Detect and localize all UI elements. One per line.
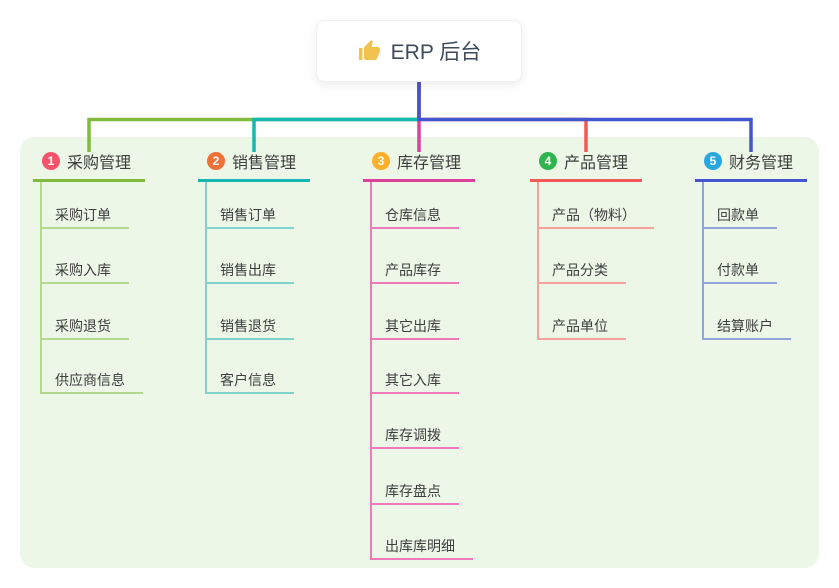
child-underline: [40, 392, 143, 394]
branch-1-child-connector: [40, 182, 42, 394]
child-node[interactable]: 采购订单: [40, 205, 129, 229]
child-node[interactable]: 回款单: [702, 205, 777, 229]
branch-5-underline: [695, 179, 807, 182]
child-node[interactable]: 供应商信息: [40, 370, 143, 394]
branch-1-underline: [33, 179, 145, 182]
branch-3-badge: 3: [372, 152, 390, 170]
child-underline: [702, 227, 777, 229]
branch-3-underline: [363, 179, 475, 182]
branch-2-underline: [198, 179, 310, 182]
branch-1-badge: 1: [42, 152, 60, 170]
child-underline: [370, 338, 459, 340]
child-node[interactable]: 产品（物料）: [537, 205, 654, 229]
child-underline: [537, 282, 626, 284]
child-node[interactable]: 采购退货: [40, 316, 129, 340]
branch-4-node[interactable]: 4 产品管理: [530, 150, 660, 172]
branch-2-label: 销售管理: [232, 155, 297, 172]
child-underline: [370, 447, 459, 449]
root-node[interactable]: ERP 后台: [316, 20, 522, 82]
child-node[interactable]: 其它出库: [370, 316, 459, 340]
branch-5-label: 财务管理: [729, 155, 794, 172]
branch-4-label: 产品管理: [564, 155, 629, 172]
branch-4-underline: [530, 179, 642, 182]
connector-branch-4: [417, 82, 588, 152]
child-underline: [370, 503, 459, 505]
child-node[interactable]: 结算账户: [702, 316, 791, 340]
child-underline: [40, 227, 129, 229]
child-node[interactable]: 其它入库: [370, 370, 459, 394]
child-node[interactable]: 客户信息: [205, 370, 294, 394]
branch-3-node[interactable]: 3 库存管理: [363, 150, 493, 172]
child-node[interactable]: 仓库信息: [370, 205, 459, 229]
child-node[interactable]: 产品库存: [370, 260, 459, 284]
child-node[interactable]: 销售订单: [205, 205, 294, 229]
child-underline: [370, 282, 459, 284]
child-underline: [205, 338, 294, 340]
branch-2-node[interactable]: 2 销售管理: [198, 150, 328, 172]
child-underline: [537, 338, 626, 340]
branch-1-label: 采购管理: [67, 155, 132, 172]
child-underline: [40, 282, 129, 284]
child-underline: [370, 558, 473, 560]
child-node[interactable]: 产品分类: [537, 260, 626, 284]
branch-3-child-connector: [370, 182, 372, 560]
branch-3-label: 库存管理: [397, 155, 462, 172]
child-underline: [205, 227, 294, 229]
child-node[interactable]: 产品单位: [537, 316, 626, 340]
root-node-label: ERP 后台: [390, 41, 482, 64]
branch-2: 2 销售管理 销售订单 销售出库 销售退货 客户信息: [198, 150, 328, 394]
branch-4: 4 产品管理 产品（物料） 产品分类 产品单位: [530, 150, 660, 340]
child-node[interactable]: 销售退货: [205, 316, 294, 340]
branches-panel: [20, 137, 819, 568]
branch-1-node[interactable]: 1 采购管理: [33, 150, 163, 172]
child-node[interactable]: 出库库明细: [370, 536, 473, 560]
child-node[interactable]: 库存盘点: [370, 481, 459, 505]
branch-2-badge: 2: [207, 152, 225, 170]
child-node[interactable]: 采购入库: [40, 260, 129, 284]
child-underline: [370, 227, 459, 229]
branch-2-child-connector: [205, 182, 207, 394]
connector-branch-5: [417, 82, 753, 152]
branch-5-badge: 5: [704, 152, 722, 170]
branch-5: 5 财务管理 回款单 付款单 结算账户: [695, 150, 825, 340]
child-underline: [205, 392, 294, 394]
child-underline: [40, 338, 129, 340]
child-underline: [537, 227, 654, 229]
connector-branch-2: [252, 82, 421, 152]
branch-1: 1 采购管理 采购订单 采购入库 采购退货 供应商信息: [33, 150, 163, 394]
branch-4-child-connector: [537, 182, 539, 340]
branch-5-child-connector: [702, 182, 704, 340]
child-underline: [205, 282, 294, 284]
child-underline: [702, 282, 777, 284]
child-underline: [702, 338, 791, 340]
thumbs-up-icon: [358, 40, 380, 60]
child-node[interactable]: 销售出库: [205, 260, 294, 284]
child-underline: [370, 392, 459, 394]
branch-4-badge: 4: [539, 152, 557, 170]
child-node[interactable]: 库存调拨: [370, 425, 459, 449]
child-node[interactable]: 付款单: [702, 260, 777, 284]
branch-5-node[interactable]: 5 财务管理: [695, 150, 825, 172]
branch-3: 3 库存管理 仓库信息 产品库存 其它出库 其它入库 库存调拨 库存盘点: [363, 150, 493, 560]
